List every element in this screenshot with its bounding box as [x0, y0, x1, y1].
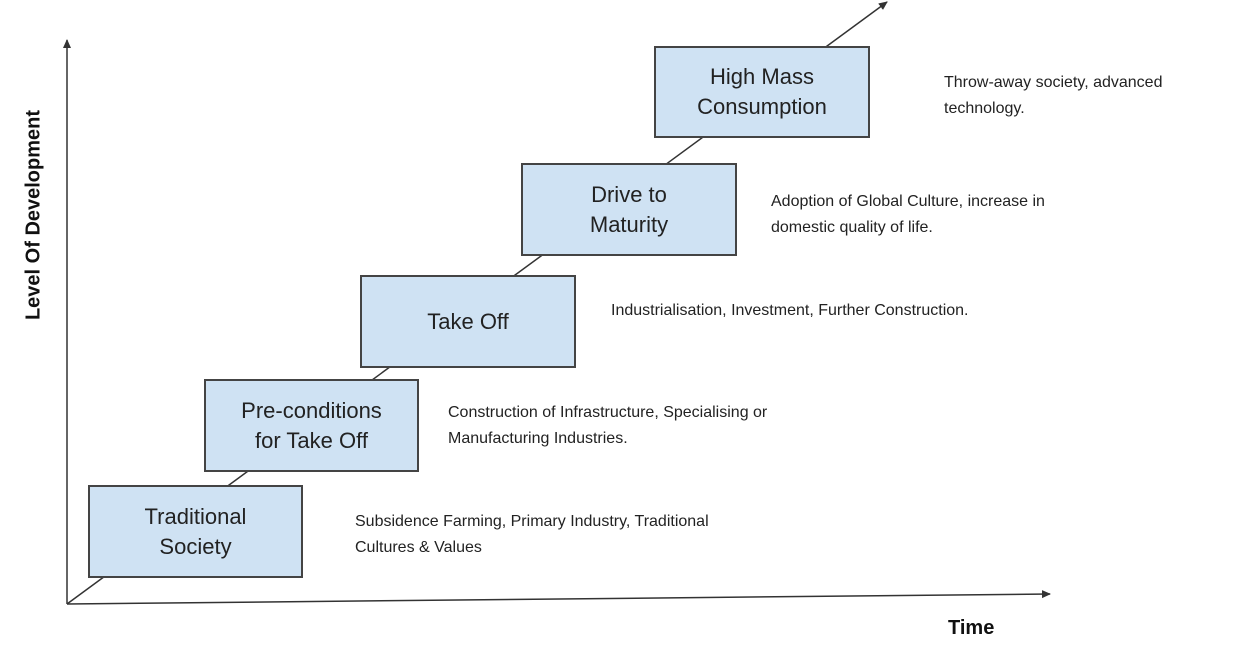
stage-description-high-mass-consumption: Throw-away society, advanced technology.	[944, 74, 1163, 117]
stage-label: Take Off	[427, 308, 509, 334]
stage-label: Pre-conditions for Take Off	[241, 397, 382, 453]
stage-box-preconditions: Pre-conditions for Take Off	[204, 379, 419, 472]
stage-box-drive-to-maturity: Drive to Maturity	[521, 163, 737, 256]
stage-label: Drive to Maturity	[589, 181, 669, 237]
stage-description-preconditions: Construction of Infrastructure, Speciali…	[448, 404, 768, 447]
stage-label: Traditional Society	[144, 503, 247, 559]
stage-box-traditional-society: Traditional Society	[88, 485, 303, 578]
stage-description-traditional-society: Subsidence Farming, Primary Industry, Tr…	[355, 513, 709, 556]
x-axis	[66, 590, 1051, 605]
stage-description-take-off: Industrialisation, Investment, Further C…	[611, 302, 969, 319]
stage-label: High Mass Consumption	[697, 64, 827, 119]
x-axis-label: Time	[948, 617, 995, 639]
stage-box-take-off: Take Off	[360, 275, 576, 368]
stage-description-drive-to-maturity: Adoption of Global Culture, increase in …	[771, 193, 1045, 236]
y-axis-label: Level Of Development	[22, 109, 45, 321]
stage-box-high-mass-consumption: High Mass Consumption	[654, 46, 870, 138]
